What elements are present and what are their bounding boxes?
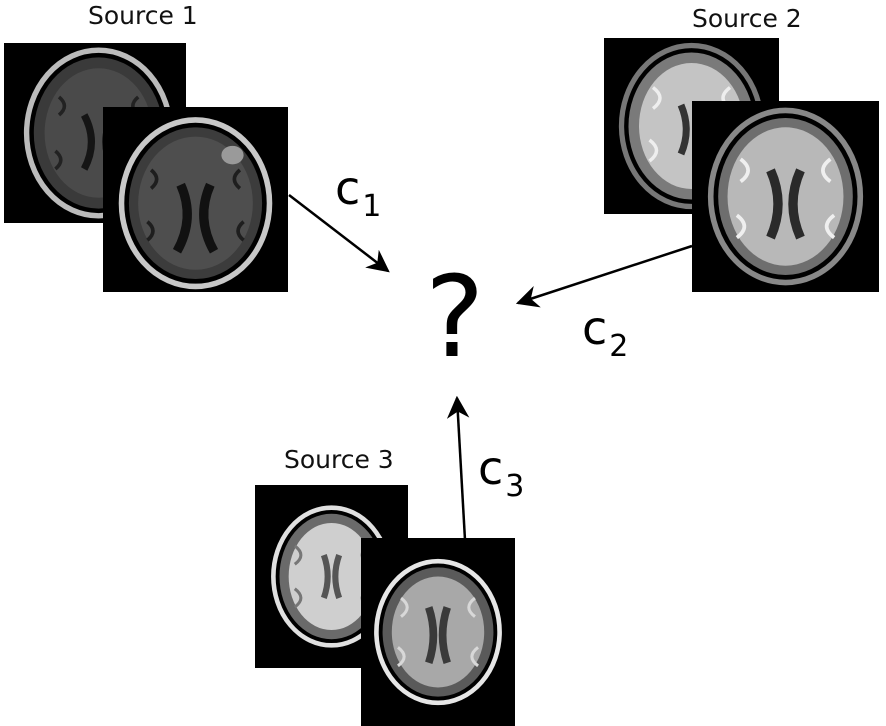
coefficient-c1-sub: 1: [362, 189, 382, 224]
coefficient-c2: c2: [582, 305, 628, 362]
source-3-scan-front: [361, 538, 515, 726]
source-2-label: Source 2: [692, 4, 802, 33]
coefficient-c3-sub: 3: [505, 469, 525, 504]
coefficient-c3: c3: [478, 445, 524, 502]
source-2-scan-front: [692, 101, 879, 292]
coefficient-c1-base: c: [335, 161, 361, 215]
arrow-source-3: [446, 395, 470, 541]
unknown-target: ?: [425, 253, 485, 383]
coefficient-c3-base: c: [478, 441, 504, 495]
source-3-label: Source 3: [284, 445, 394, 474]
coefficient-c2-base: c: [582, 301, 608, 355]
coefficient-c2-sub: 2: [609, 329, 629, 364]
arrow-source-2: [515, 244, 693, 308]
coefficient-c1: c1: [335, 165, 381, 222]
source-1-scan-front: [103, 107, 288, 292]
source-1-label: Source 1: [88, 1, 198, 30]
